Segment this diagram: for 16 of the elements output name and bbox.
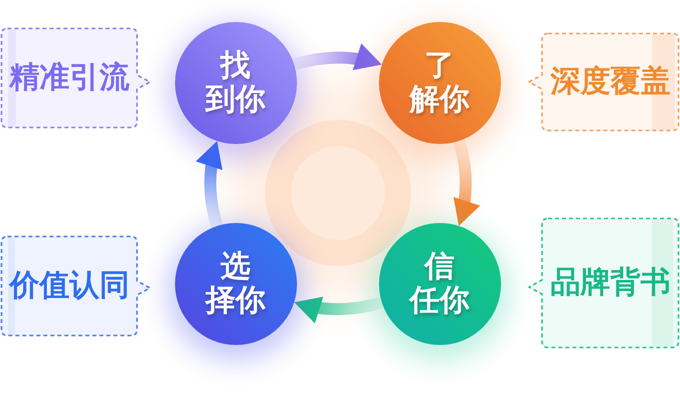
cycle-arrow xyxy=(196,139,224,228)
callout-label: 深度覆盖 xyxy=(550,65,670,99)
cycle-arrow xyxy=(292,44,384,71)
step-label: 找到你 xyxy=(205,49,266,117)
callout-label: 精准引流 xyxy=(9,61,130,95)
callout-label: 品牌背书 xyxy=(550,266,670,300)
cycle-arrow xyxy=(292,296,384,323)
callout-bubble xyxy=(0,27,153,129)
callout-bubble xyxy=(0,235,153,337)
step-label: 选择你 xyxy=(205,250,266,318)
callout-bubble xyxy=(527,217,680,349)
cycle-arrow xyxy=(452,139,480,228)
step-label: 了解你 xyxy=(409,49,470,117)
callout-label: 价值认同 xyxy=(9,269,130,303)
step-label: 信任你 xyxy=(409,250,470,318)
callout-bubble xyxy=(527,32,680,132)
